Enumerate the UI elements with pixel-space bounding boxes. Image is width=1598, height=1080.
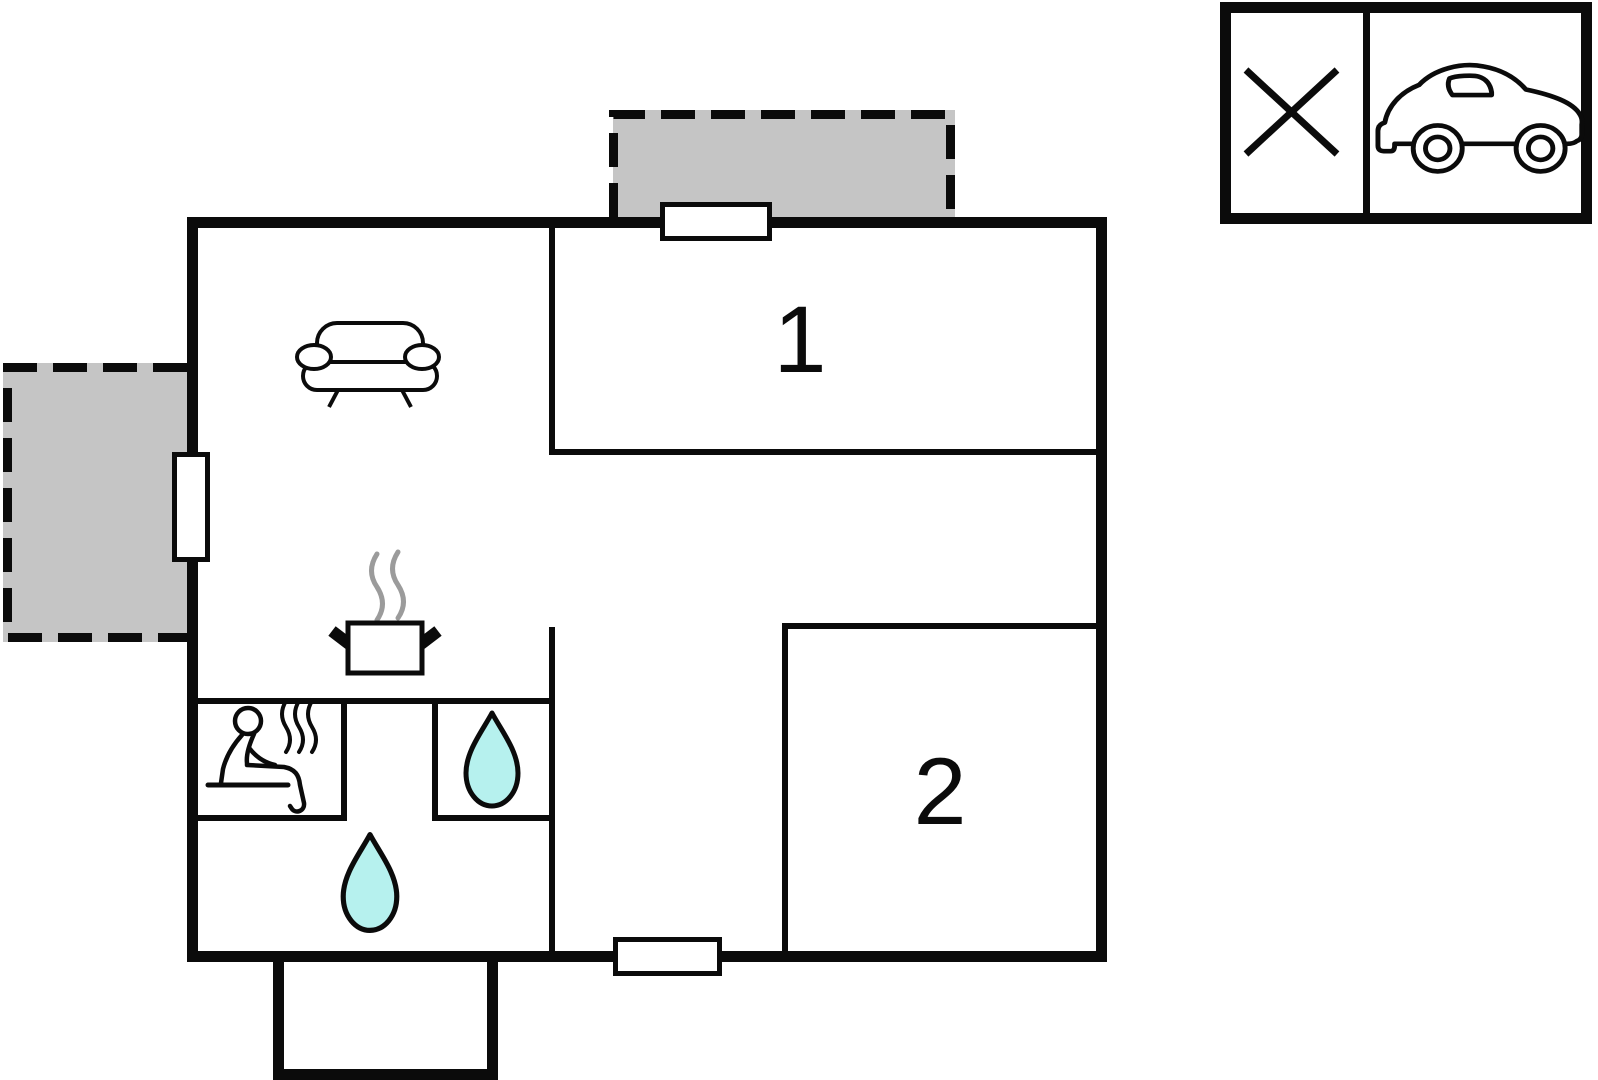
water-drop-icon: [463, 710, 521, 809]
toilet-wall-bottom: [432, 815, 555, 821]
sauna-person-back: [218, 732, 245, 786]
sauna-wall-bottom: [198, 815, 347, 821]
sofa-armrest-left: [295, 343, 333, 371]
entrance-porch: [273, 951, 498, 1080]
sauna-steam-line: [280, 699, 292, 754]
bedroom1-label: 1: [774, 287, 827, 393]
sauna-person-leg: [244, 731, 307, 814]
cross-icon: [1243, 67, 1340, 157]
pot-body: [345, 620, 425, 676]
car-wheel-rear-hub: [1525, 134, 1556, 163]
bedroom2-label: 2: [914, 739, 967, 845]
bedroom2-wall-left: [782, 623, 788, 951]
interior-walls: [198, 228, 1096, 951]
sofa-icon: [295, 321, 441, 408]
porch-wall-bottom: [273, 1069, 498, 1080]
terrace-left: [3, 363, 187, 642]
legend-divider: [1363, 2, 1370, 224]
sauna-steam-line: [293, 699, 305, 754]
toilet-wall-left: [432, 704, 438, 815]
sofa-leg-right: [400, 389, 413, 408]
windows: [172, 202, 772, 976]
terrace-top: [609, 110, 955, 217]
pot-steam-line: [369, 551, 385, 623]
sauna-person-icon: [205, 699, 318, 814]
sofa-leg-left: [327, 389, 340, 408]
car-window: [1445, 73, 1495, 98]
bedroom1-wall-left: [549, 228, 555, 455]
cooking-pot-steam-icon: [328, 549, 442, 676]
door-bottom: [613, 937, 722, 976]
terrace-left-dashed-border: [3, 363, 187, 642]
terrace-left-fill: [3, 363, 187, 642]
sauna-person-head: [232, 705, 264, 737]
window-left: [172, 452, 210, 562]
outer-wall-top: [187, 217, 1107, 228]
porch-wall-left: [273, 951, 284, 1080]
bathroom-wall-top: [198, 698, 555, 704]
terrace-top-dashed-border: [609, 110, 955, 217]
car-icon: [1375, 62, 1585, 174]
window-top: [660, 202, 772, 241]
bedroom1-wall-bottom: [549, 449, 1096, 455]
sauna-steam-line: [306, 699, 318, 754]
porch-wall-right: [487, 951, 498, 1080]
sofa-armrest-right: [403, 343, 441, 371]
sauna-wall-right: [341, 704, 347, 815]
sauna-person-arm: [247, 746, 278, 768]
water-drop-icon: [340, 832, 400, 933]
outer-wall-left: [187, 217, 198, 962]
legend-box: [1220, 2, 1592, 224]
terrace-top-fill: [613, 110, 955, 217]
cross-line: [1243, 67, 1340, 157]
car-wheel-front-hub: [1423, 134, 1453, 163]
pot-steam-line: [390, 549, 406, 621]
bedroom2-wall-top: [782, 623, 1096, 629]
hallway-wall: [549, 627, 555, 951]
sofa-seat: [301, 360, 439, 392]
outer-wall-right: [1096, 217, 1107, 962]
